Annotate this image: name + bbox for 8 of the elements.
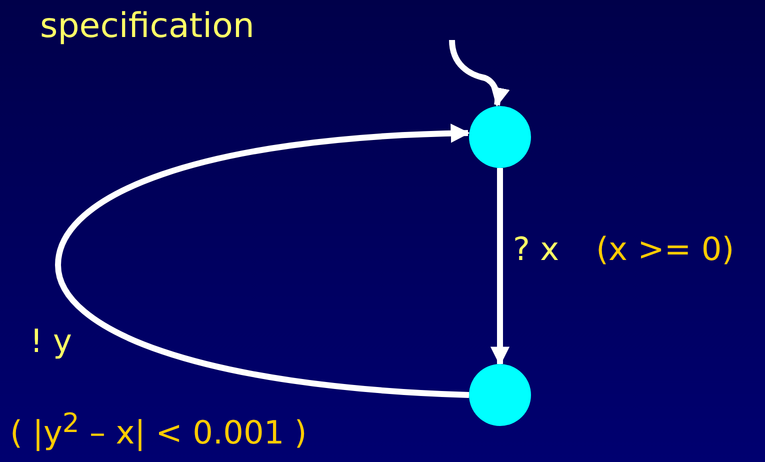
title: specification bbox=[40, 6, 254, 46]
guard-condition: (x >= 0) bbox=[596, 230, 734, 268]
arrow bbox=[449, 40, 509, 107]
arrow bbox=[490, 168, 510, 366]
edge-label: ! y bbox=[30, 322, 72, 360]
guard-condition: ( |y$^{2}$ – x| < 0.001 ) bbox=[10, 408, 307, 452]
edge-label: ? x bbox=[513, 230, 560, 268]
arrow bbox=[55, 124, 470, 398]
